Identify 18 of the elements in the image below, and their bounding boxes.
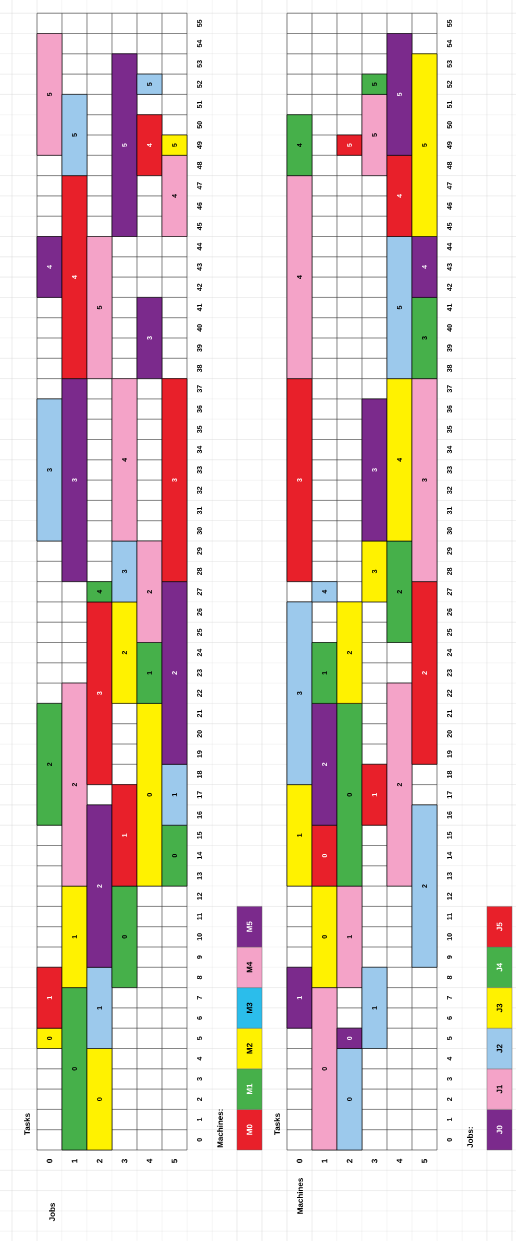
- row-number: 2: [346, 1159, 353, 1163]
- row-number: 3: [371, 1159, 378, 1164]
- column-header: Tasks: [274, 1113, 280, 1135]
- row-header: Machines: [297, 1178, 303, 1214]
- row-number: 2: [96, 1159, 103, 1163]
- row-number: 4: [396, 1158, 403, 1164]
- row-number: 1: [321, 1159, 328, 1163]
- legend-title: Machines:: [217, 1109, 223, 1148]
- row-number: 0: [296, 1159, 303, 1163]
- row-header: Jobs: [49, 1203, 55, 1222]
- row-number: 0: [46, 1159, 53, 1163]
- row-number: 4: [146, 1158, 153, 1164]
- row-number: 1: [71, 1159, 78, 1163]
- row-number: 5: [421, 1159, 428, 1163]
- column-header: Tasks: [24, 1113, 30, 1135]
- row-number: 5: [171, 1159, 178, 1163]
- legend-title: Jobs:: [467, 1127, 473, 1148]
- row-number: 3: [121, 1159, 128, 1164]
